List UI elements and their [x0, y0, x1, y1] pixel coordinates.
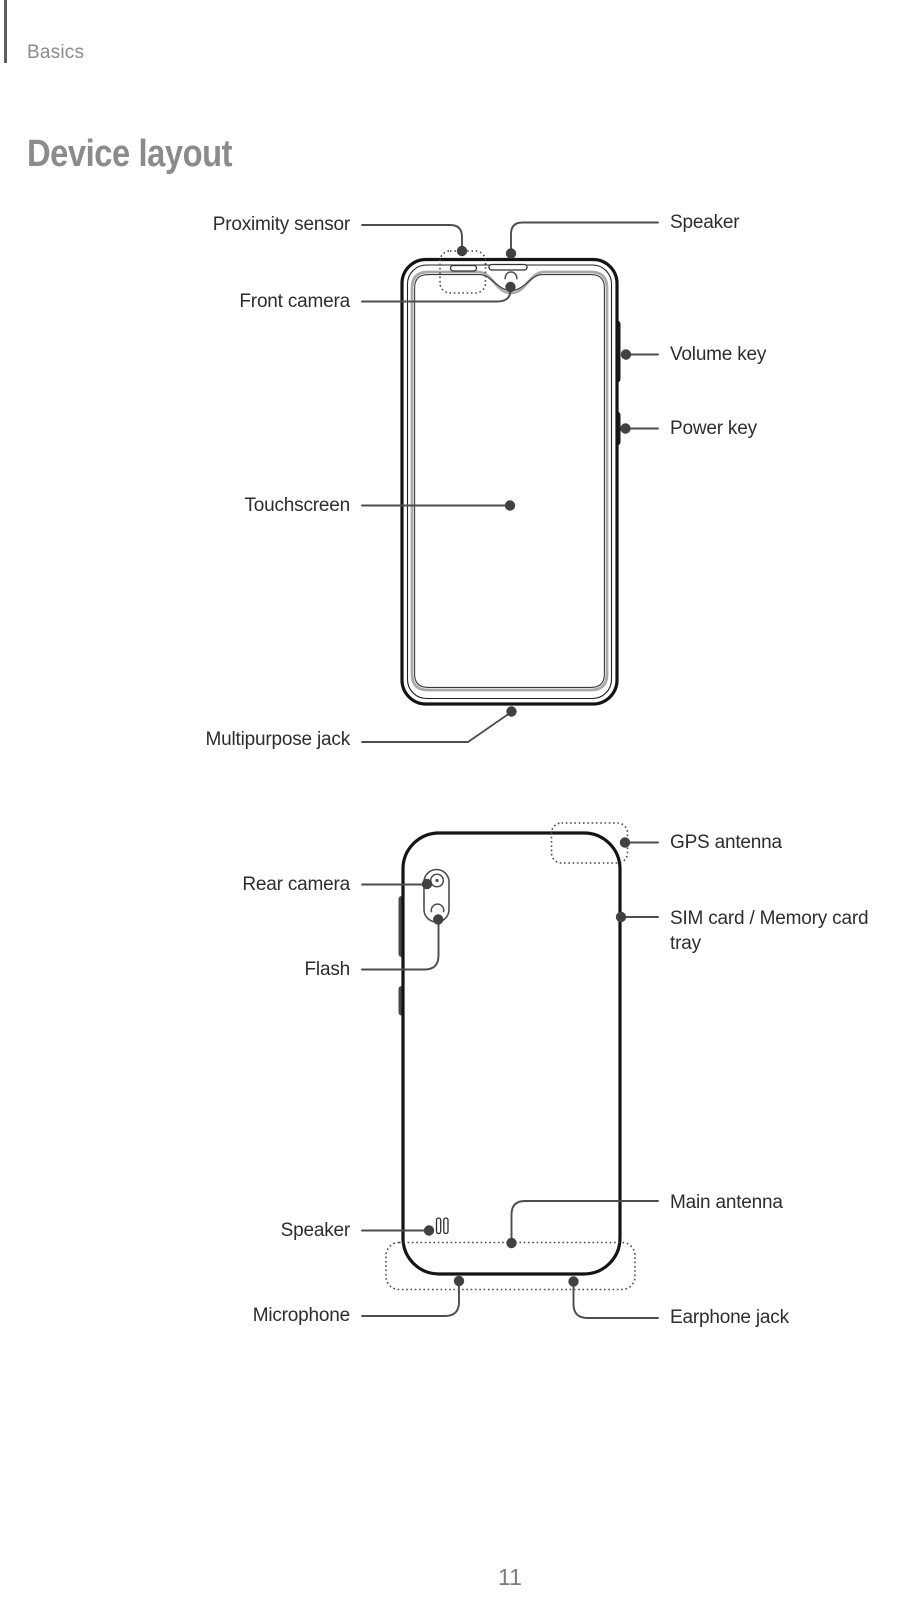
main-antenna-zone [385, 1241, 636, 1291]
front-phone [400, 250, 621, 706]
dot-multipurpose-jack [506, 706, 517, 717]
section-edge-bar [4, 0, 7, 63]
back-body-outline [401, 831, 622, 1276]
leader-front-camera [361, 289, 512, 303]
dot-volume-key [620, 349, 632, 360]
callout-label-speaker-back: Speaker [280, 1220, 351, 1241]
leader-proximity-sensor [361, 224, 463, 249]
dot-touchscreen [504, 500, 516, 511]
leader-main-antenna [510, 1200, 659, 1241]
leader-earphone-jack [572, 1283, 659, 1319]
back-speaker-grille-2 [443, 1217, 449, 1235]
rear-camera-lens-dot [435, 878, 439, 883]
callout-label-flash: Flash [304, 959, 351, 980]
dot-rear-camera [421, 878, 433, 890]
dot-earphone-jack [568, 1276, 579, 1287]
dot-speaker-front [505, 248, 517, 259]
callout-label-sim-tray: SIM card / Memory card tray [670, 908, 869, 954]
callout-label-earphone-jack: Earphone jack [670, 1307, 789, 1328]
callout-label-microphone: Microphone [252, 1305, 350, 1326]
dot-speaker-back [423, 1225, 435, 1236]
leader-speaker-front [510, 221, 659, 253]
dot-gps-antenna [619, 837, 631, 848]
callout-label-proximity-sensor: Proximity sensor [212, 214, 350, 235]
dot-power-key [620, 423, 631, 434]
callout-label-rear-camera: Rear camera [242, 874, 350, 895]
callout-label-speaker-front: Speaker [670, 212, 740, 233]
dot-proximity-sensor [456, 245, 468, 257]
dot-sim-tray [615, 911, 627, 923]
leader-flash [361, 920, 440, 971]
leader-dots [421, 245, 632, 1287]
callout-label-touchscreen: Touchscreen [244, 495, 350, 516]
back-speaker-grille-1 [435, 1217, 442, 1235]
callout-label-multipurpose-jack: Multipurpose jack [205, 729, 351, 750]
breadcrumb: Basics [27, 42, 85, 63]
leader-microphone [361, 1282, 460, 1317]
front-body-outline [400, 257, 619, 706]
dot-main-antenna [506, 1237, 517, 1249]
leader-multipurpose-jack [361, 713, 510, 743]
dot-flash [433, 914, 444, 925]
proximity-sensor-zone [439, 250, 487, 294]
dot-microphone [453, 1275, 465, 1287]
page-number: 11 [498, 1564, 522, 1590]
callout-label-main-antenna: Main antenna [670, 1192, 783, 1213]
leader-lines [361, 221, 659, 1319]
speaker-slot [488, 263, 528, 271]
callout-label-volume-key: Volume key [670, 344, 767, 365]
callout-label-gps-antenna: GPS antenna [670, 832, 782, 853]
front-camera-icon [504, 271, 518, 280]
dot-front-camera [505, 281, 516, 293]
page-title: Device layout [27, 133, 233, 175]
callout-label-power-key: Power key [670, 418, 757, 439]
flash-icon [430, 903, 445, 913]
callout-label-front-camera: Front camera [239, 291, 350, 312]
earpiece-slot [449, 264, 478, 272]
back-phone [385, 822, 636, 1291]
